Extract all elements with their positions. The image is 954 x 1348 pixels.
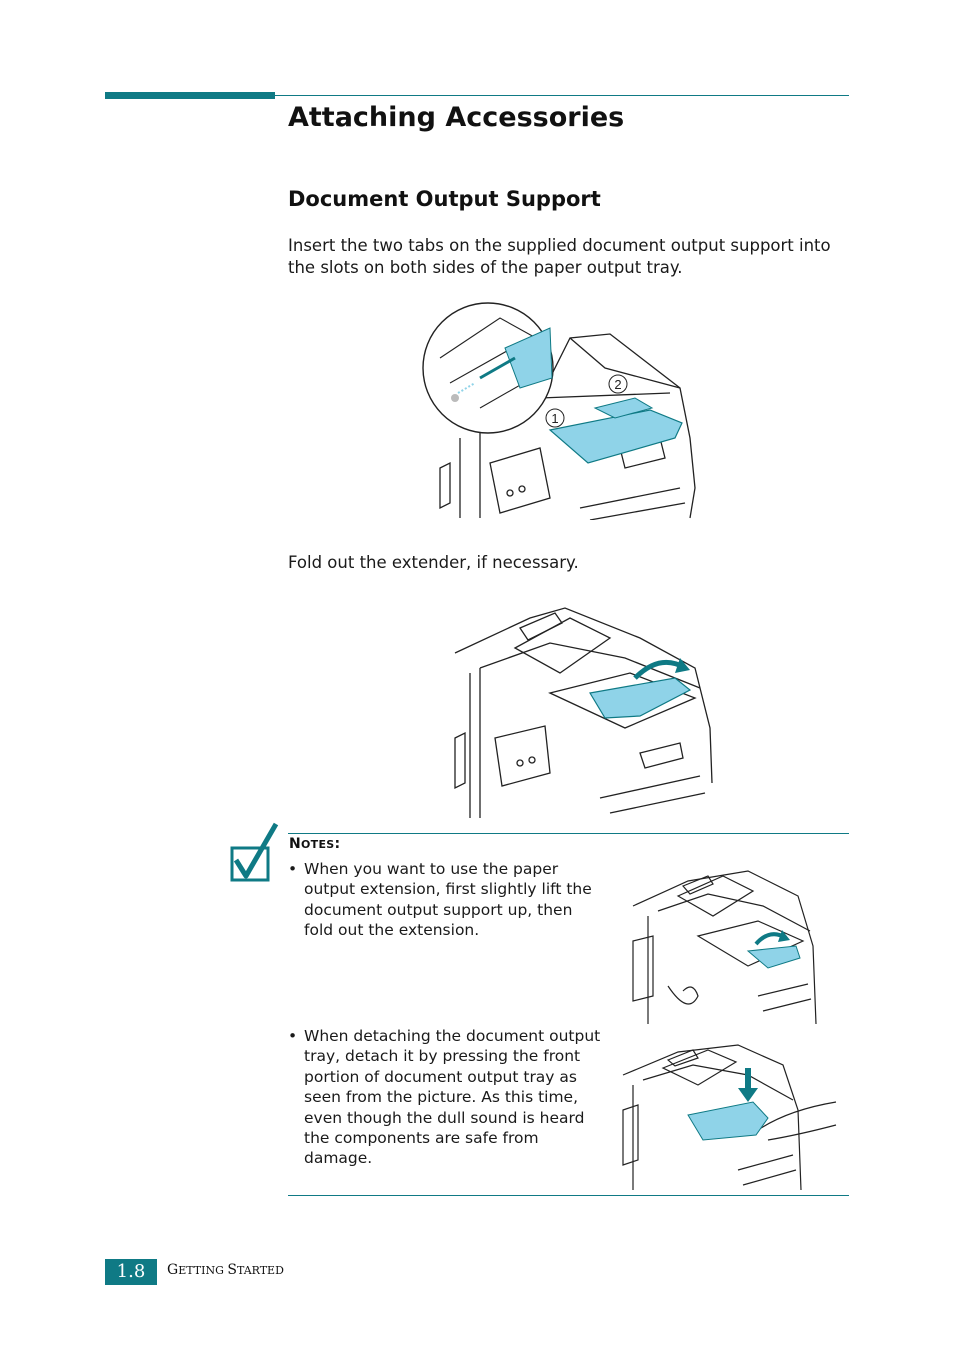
bullet: • [288, 860, 298, 878]
note-text: When you want to use the paper output ex… [304, 860, 592, 940]
svg-text:1: 1 [551, 411, 558, 426]
note-item-2: • When detaching the document output tra… [288, 1026, 608, 1169]
chapter-title: GETTING STARTED [167, 1262, 284, 1278]
page-number-box [105, 1259, 157, 1285]
figure-fold-extender [454, 607, 713, 818]
figure-insert-output-support: 1 2 [422, 302, 696, 520]
notes-top-rule [288, 833, 849, 834]
callout-1: 1 [545, 408, 565, 428]
notes-label: NOTES: [289, 836, 341, 852]
section-title: Attaching Accessories [288, 102, 625, 133]
note-text: When detaching the document output tray,… [304, 1027, 601, 1168]
note-item-1: • When you want to use the paper output … [288, 859, 603, 941]
figure-note-detach [622, 1044, 837, 1191]
checkmark-note-icon [230, 822, 279, 882]
figure-note-extension [632, 870, 817, 1025]
page-number: 1.8 [116, 1261, 146, 1282]
instruction-paragraph-1: Insert the two tabs on the supplied docu… [288, 236, 831, 277]
notes-bottom-rule [288, 1195, 849, 1196]
header-rule [275, 95, 849, 96]
bullet: • [288, 1027, 298, 1045]
callout-2: 2 [608, 374, 628, 394]
header-accent-bar [105, 92, 275, 99]
svg-text:2: 2 [614, 377, 621, 392]
subsection-title: Document Output Support [288, 187, 601, 211]
instruction-paragraph-2: Fold out the extender, if necessary. [288, 553, 579, 572]
